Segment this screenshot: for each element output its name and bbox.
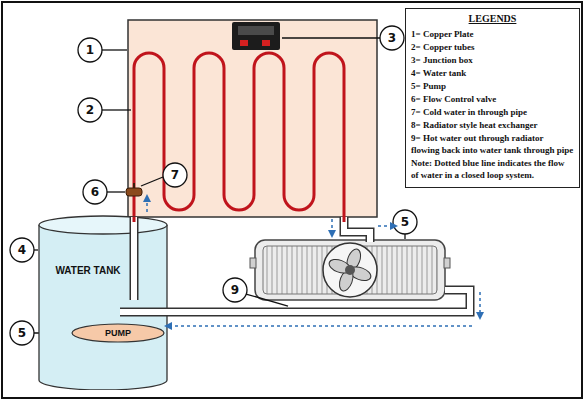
callout-number: 5 — [10, 321, 34, 345]
callout-number: 3 — [380, 26, 404, 50]
legend-entry: 2= Copper tubes — [411, 41, 574, 53]
callout-number: 2 — [78, 98, 102, 122]
legend-entry: 1= Copper Plate — [411, 28, 574, 40]
legend-entry: 5= Pump — [411, 80, 574, 92]
tube-end — [133, 217, 136, 222]
callout-number: 7 — [163, 163, 187, 187]
callout-number: 5 — [393, 210, 417, 234]
tube-end — [343, 217, 346, 222]
legend-entry: 7= Cold water in through pipe — [411, 106, 574, 118]
legend-entry: 8= Radiator style heat exchanger — [411, 119, 574, 131]
junction-box — [232, 22, 280, 50]
node-outline — [38, 215, 168, 390]
legend-entry: 6= Flow Control valve — [411, 93, 574, 105]
water-tank: WATER TANK PUMP — [38, 215, 168, 390]
flow-arrows — [147, 196, 480, 326]
legend-entry: 4= Water tank — [411, 67, 574, 79]
copper-plate — [128, 20, 377, 217]
copper-tube — [134, 53, 344, 217]
node-text: PUMP — [71, 323, 165, 343]
radiator — [250, 240, 450, 300]
node-text: WATER TANK — [38, 265, 138, 276]
flow-control-valve — [126, 183, 142, 196]
pump-ellipse: PUMP — [71, 323, 165, 343]
legend-entry: 3= Junction box — [411, 54, 574, 66]
callout-number: 9 — [223, 278, 247, 302]
callout-number: 4 — [10, 238, 34, 262]
callout-number: 1 — [78, 38, 102, 62]
pipes — [120, 217, 470, 312]
callout-number: 6 — [83, 180, 107, 204]
legend-box: LEGENDS 1= Copper Plate2= Copper tubes3= … — [405, 8, 580, 188]
legend-heading: LEGENDS — [411, 13, 574, 25]
legend-entry: 9= Hot water out through radiator flowin… — [411, 132, 574, 156]
legend-note: Note: Dotted blue line indicates the flo… — [411, 157, 574, 181]
